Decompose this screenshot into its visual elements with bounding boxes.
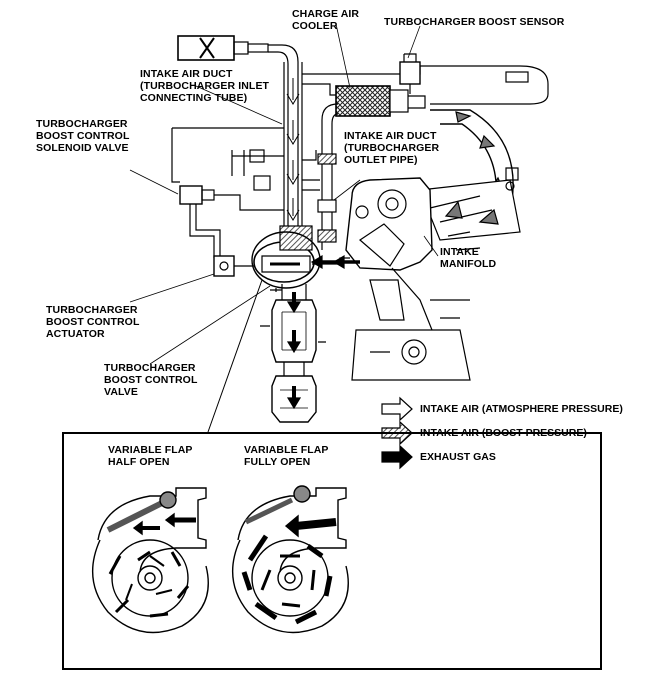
intake-manifold xyxy=(419,167,521,241)
boost-control-actuator xyxy=(213,255,262,277)
engine-block xyxy=(345,177,481,381)
air-filter xyxy=(177,35,299,250)
charge-air-cooler xyxy=(335,85,426,117)
boost-sensor xyxy=(399,53,421,94)
inlet-connecting-tube xyxy=(283,62,303,255)
label-control-valve: TURBOCHARGER BOOST CONTROL VALVE xyxy=(104,362,198,398)
legend-exhaust-gas: EXHAUST GAS xyxy=(420,451,496,463)
outlet-pipe xyxy=(317,103,339,250)
inset-turbine-fully-open xyxy=(231,485,349,634)
label-half-open: VARIABLE FLAP HALF OPEN xyxy=(108,444,193,468)
solenoid-valve xyxy=(171,127,320,258)
legend-arrow-solid xyxy=(381,444,413,470)
label-charge-air-cooler: CHARGE AIR COOLER xyxy=(292,8,360,32)
legend-arrow-outline xyxy=(381,396,413,422)
label-actuator: TURBOCHARGER BOOST CONTROL ACTUATOR xyxy=(46,304,140,340)
label-solenoid-valve: TURBOCHARGER BOOST CONTROL SOLENOID VALV… xyxy=(36,118,130,154)
label-fully-open: VARIABLE FLAP FULLY OPEN xyxy=(244,444,329,468)
label-inlet-duct: INTAKE AIR DUCT (TURBOCHARGER INLET CONN… xyxy=(140,68,270,104)
label-boost-sensor: TURBOCHARGER BOOST SENSOR xyxy=(384,16,565,28)
label-outlet-duct: INTAKE AIR DUCT (TURBOCHARGER OUTLET PIP… xyxy=(344,130,440,166)
inset-variable-flap xyxy=(62,432,602,670)
legend-intake-atmosphere: INTAKE AIR (ATMOSPHERE PRESSURE) xyxy=(420,403,623,415)
turbocharger xyxy=(253,225,350,292)
label-intake-manifold: INTAKE MANIFOLD xyxy=(440,246,497,270)
legend-symbols xyxy=(381,396,413,470)
inset-turbine-half-open xyxy=(91,487,209,634)
